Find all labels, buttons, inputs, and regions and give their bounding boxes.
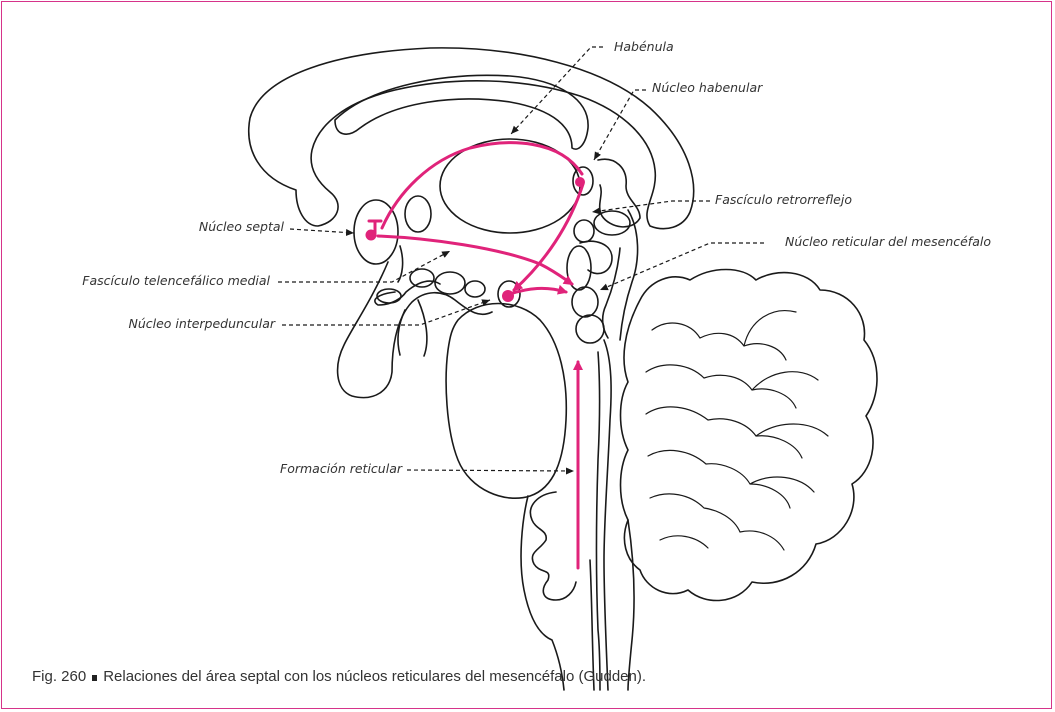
optic-region-contour: [375, 246, 440, 305]
leader-nucleo-habenular: [594, 90, 646, 160]
mammillary-upper: [410, 269, 434, 287]
label-nucleo-habenular: Núcleo habenular: [652, 82, 762, 95]
cerebellum-medulla-contour: [628, 520, 634, 690]
habenular-nucleus-dot: [575, 177, 585, 187]
leader-fasciculo-telencefalico: [278, 251, 450, 282]
label-fasciculo-telencefalico-medial: Fascículo telencefálico medial: [82, 275, 270, 288]
leader-nucleo-reticular: [600, 243, 764, 290]
leader-nucleo-septal: [290, 229, 354, 233]
superior-colliculus: [574, 220, 594, 242]
caption-bullet: [92, 675, 97, 681]
inferior-olive: [530, 492, 576, 600]
label-nucleo-reticular-mesencefalo: Núcleo reticular del mesencéfalo: [785, 236, 991, 249]
cerebellum-outline: [621, 270, 878, 601]
leader-habenula: [511, 47, 603, 134]
interpeduncular-to-reticular-path: [510, 288, 566, 294]
retroflex-fascicle-path: [514, 184, 583, 290]
interpeduncular-nucleus-dot: [502, 290, 514, 302]
brainstem-posterior: [604, 340, 611, 690]
caption-text: Relaciones del área septal con los núcle…: [103, 668, 646, 685]
infundibulum: [398, 300, 427, 356]
figure-number: Fig. 260: [32, 668, 86, 685]
hypothalamic-nucleus: [465, 281, 485, 297]
label-nucleo-interpeduncular: Núcleo interpeduncular: [128, 318, 275, 331]
label-nucleo-septal: Núcleo septal: [199, 221, 284, 234]
cerebellar-folia: [646, 311, 828, 550]
label-habenula: Habénula: [614, 41, 674, 54]
posterior-commissure: [594, 211, 630, 235]
label-formacion-reticular: Formación reticular: [280, 463, 402, 476]
reticular-nucleus-2: [572, 287, 598, 317]
reticular-nucleus-3: [576, 315, 604, 343]
inferior-colliculus: [580, 241, 612, 273]
nucleus-dots: [366, 177, 586, 302]
pons: [446, 304, 566, 499]
brainstem-anterior: [521, 496, 564, 690]
septal-nucleus-dot: [366, 230, 377, 241]
fornix-outline: [335, 75, 588, 149]
stria-medullaris-path: [382, 143, 582, 228]
leader-formacion-reticular: [407, 470, 574, 471]
pineal-region: [598, 159, 640, 227]
anterior-commissure: [405, 196, 431, 232]
figure-caption: Fig. 260 Relaciones del área septal con l…: [32, 669, 646, 684]
label-fasciculo-retrorreflejo: Fascículo retrorreflejo: [715, 194, 852, 207]
brainstem-posterior-inner: [597, 352, 601, 690]
pathways: [369, 143, 583, 568]
anatomy-outlines: [249, 48, 877, 690]
